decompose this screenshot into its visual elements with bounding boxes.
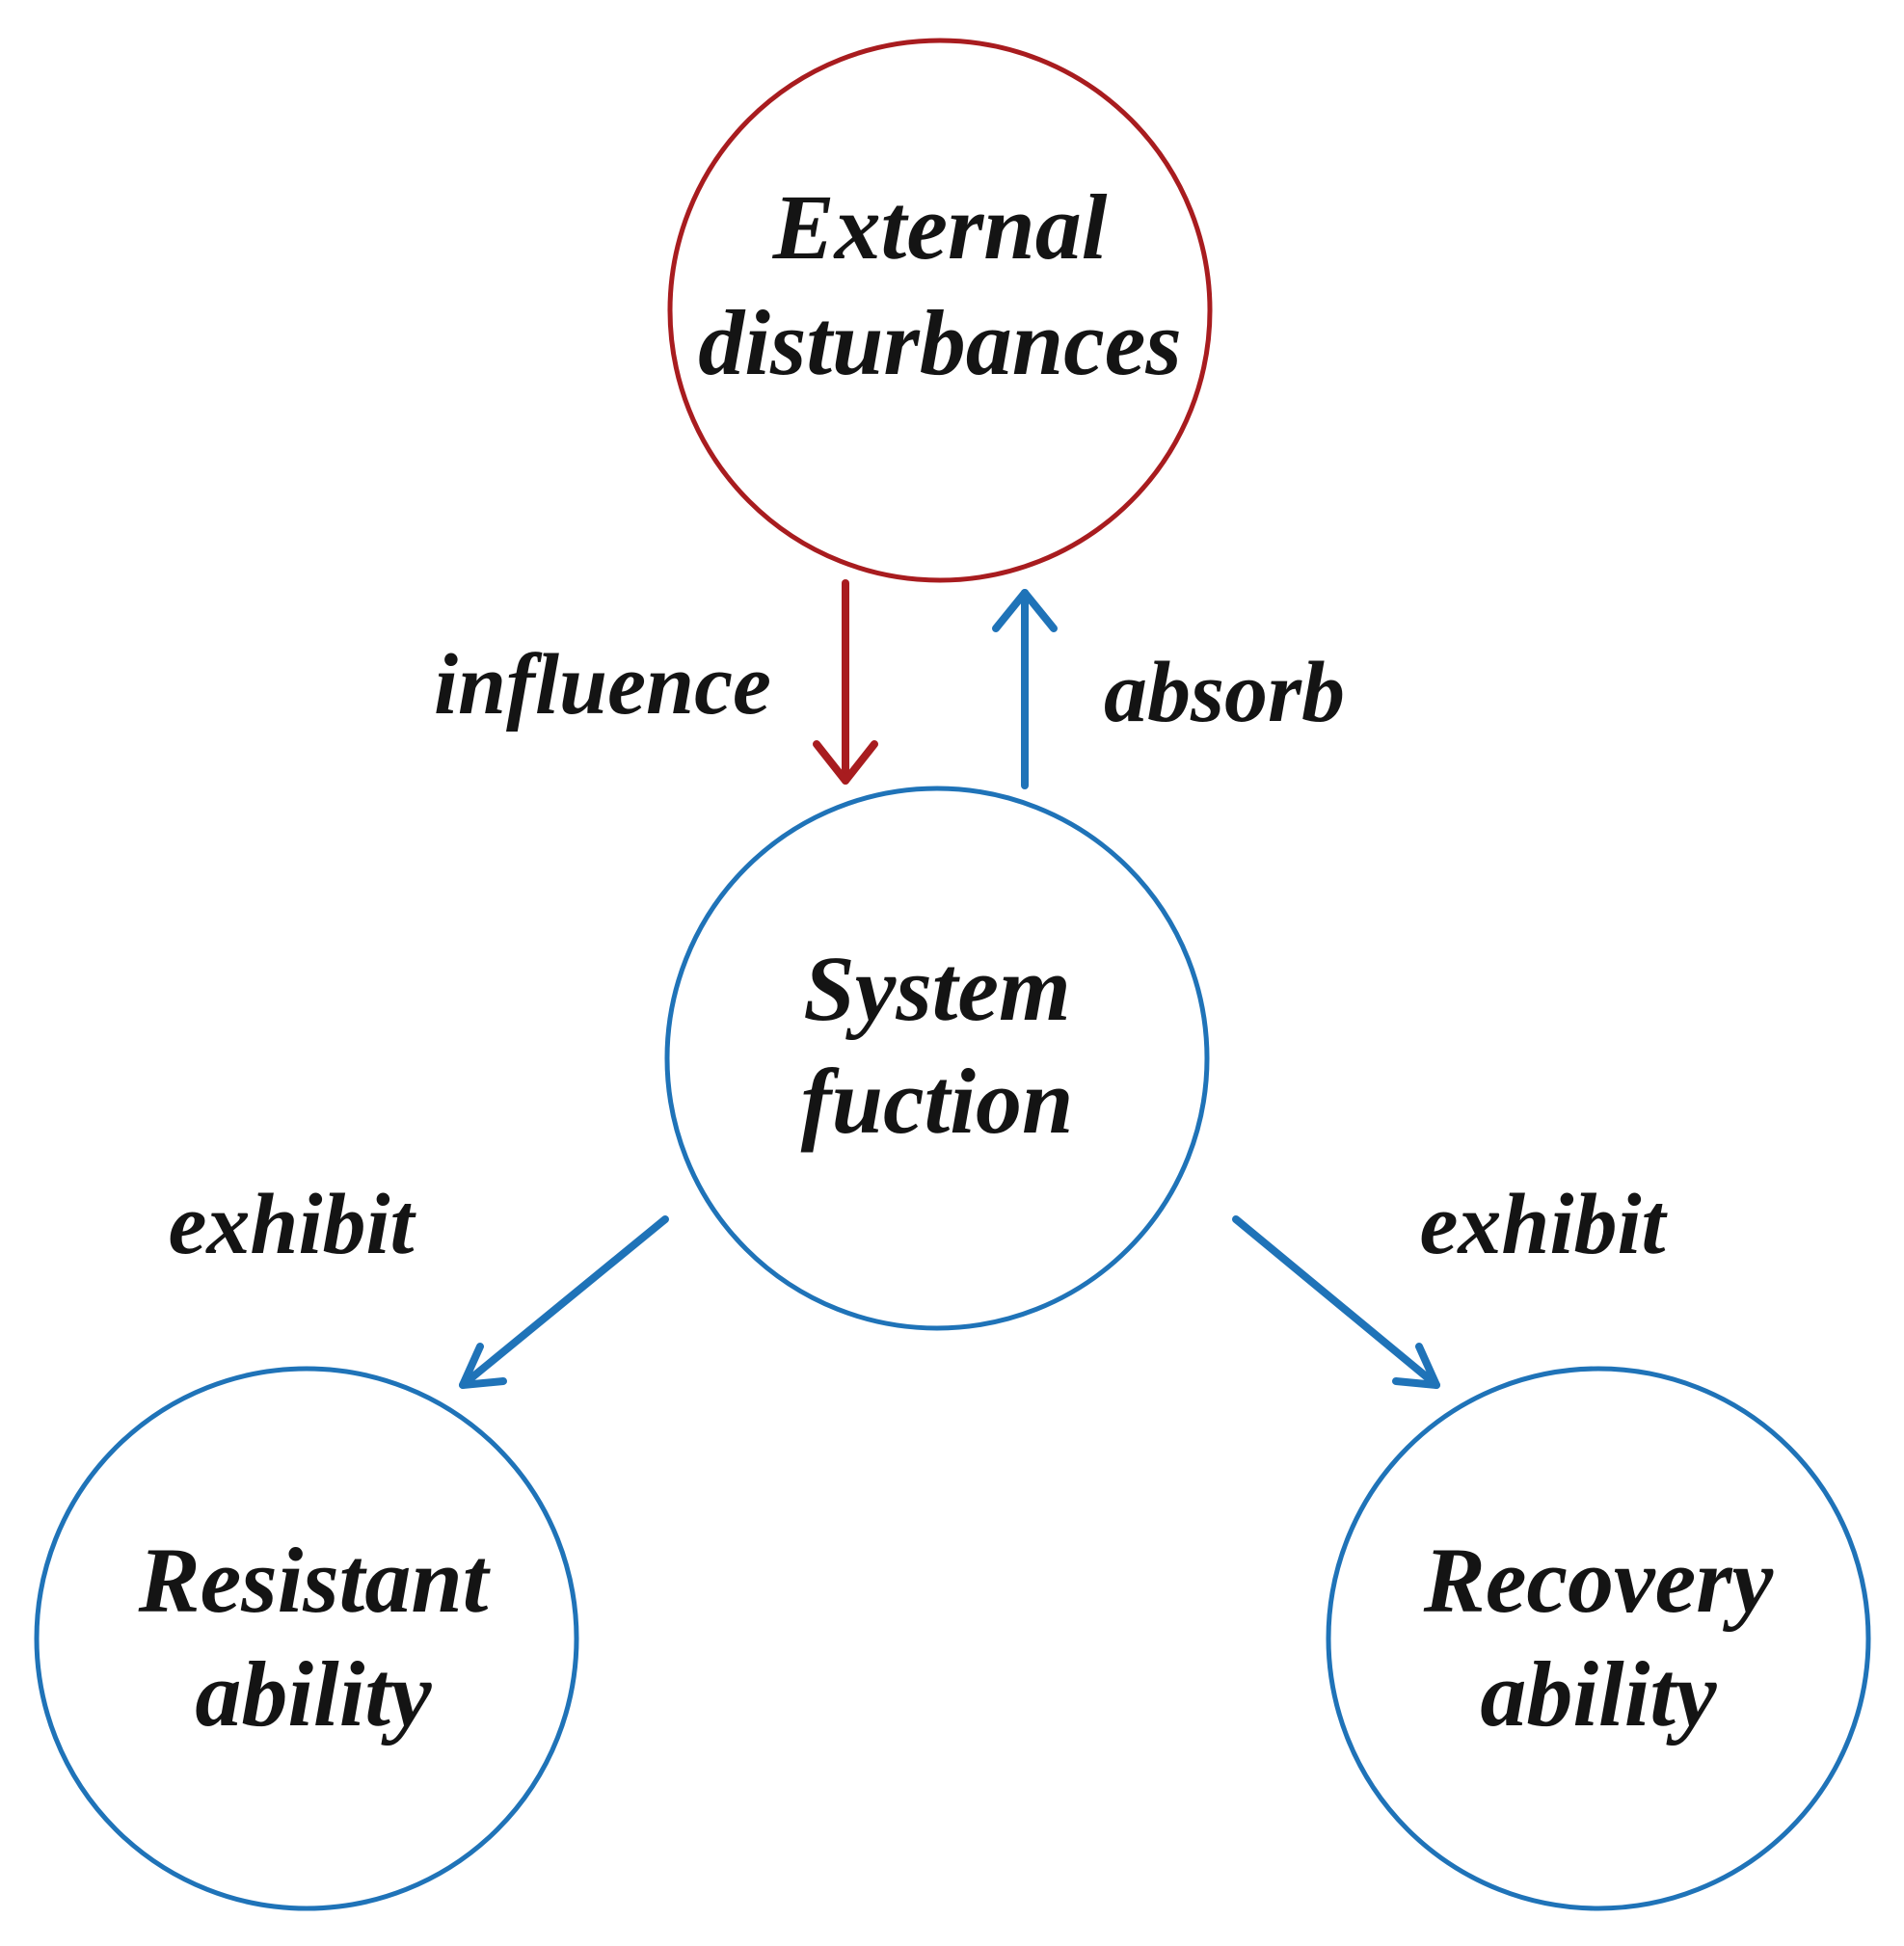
recovery-ability-node <box>1326 1366 1871 1911</box>
influence-arrow <box>813 579 878 785</box>
system-function-label-line1: System <box>803 937 1070 1040</box>
recovery-ability-label-line1: Recovery <box>1423 1529 1774 1632</box>
resistant-ability-node <box>34 1366 579 1911</box>
external-disturbances-node <box>667 38 1213 583</box>
absorb-label: absorb <box>1104 645 1345 740</box>
exhibit-left-arrow <box>459 1215 669 1389</box>
exhibit-left-label: exhibit <box>168 1177 416 1272</box>
exhibit-right-arrow <box>1232 1215 1440 1389</box>
system-function-node <box>664 786 1210 1331</box>
external-disturbances-label-line2: disturbances <box>698 291 1181 394</box>
resistant-ability-label-line2: ability <box>195 1642 432 1746</box>
system-function-label-line2: fuction <box>801 1050 1074 1153</box>
resistant-ability-label-line1: Resistant <box>138 1529 492 1632</box>
absorb-arrow <box>992 589 1058 789</box>
exhibit-right-label: exhibit <box>1419 1177 1668 1272</box>
external-disturbances-label-line1: External <box>772 175 1108 279</box>
recovery-ability-label-line2: ability <box>1480 1642 1717 1746</box>
influence-label: influence <box>434 637 771 733</box>
